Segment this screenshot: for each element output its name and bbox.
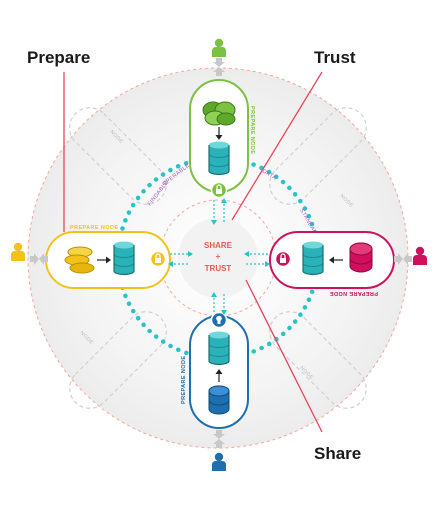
lock-icon — [210, 181, 228, 199]
callout-line-share — [245, 279, 323, 433]
left-node-label: PREPARE NODE — [70, 225, 118, 231]
person-icon — [212, 38, 226, 57]
left-prepare-node: PREPARE NODE — [45, 225, 171, 289]
arrow-up-icon — [215, 369, 223, 382]
database-icon — [208, 385, 230, 415]
arrow-up-down-icon — [213, 430, 225, 448]
person-icon — [11, 242, 25, 261]
lock-icon — [274, 250, 292, 268]
top-prepare-node: PREPARE NODE — [189, 79, 255, 199]
database-icon — [208, 330, 230, 366]
callout-line-trust — [231, 71, 323, 221]
top-node-label: PREPARE NODE — [249, 106, 255, 154]
arrow-left-icon — [329, 256, 343, 264]
arrow-right-icon — [97, 256, 111, 264]
bottom-node-label: PREPARE NODE — [181, 356, 187, 404]
arrow-left-right-icon — [394, 253, 412, 265]
arrow-up-down-icon — [213, 58, 225, 76]
center-line-2: + — [216, 252, 221, 261]
bottom-prepare-node: PREPARE NODE — [181, 311, 249, 429]
database-icon — [113, 240, 135, 276]
center-line-3: TRUST — [205, 264, 232, 273]
connector-arrowheads — [168, 198, 270, 315]
database-icon — [208, 140, 230, 176]
person-icon — [212, 452, 226, 471]
database-icon — [349, 242, 373, 273]
lock-icon — [149, 250, 167, 268]
callout-share: Share — [314, 444, 361, 463]
callout-prepare: Prepare — [27, 48, 90, 67]
right-node-label: PREPARE NODE — [330, 290, 378, 296]
arrow-down-icon — [215, 127, 223, 140]
database-icon — [202, 101, 236, 126]
arrow-left-right-icon — [30, 253, 48, 265]
center-disc — [178, 218, 258, 298]
lightbulb-icon — [210, 311, 228, 329]
connector-arrows — [170, 200, 268, 313]
person-icon — [413, 246, 427, 265]
callout-trust: Trust — [314, 48, 356, 67]
database-icon — [302, 240, 324, 276]
right-prepare-node: PREPARE NODE — [269, 231, 395, 296]
database-icon — [64, 246, 95, 274]
center-line-1: SHARE — [204, 241, 233, 250]
center-label: SHARE + TRUST — [204, 241, 233, 273]
